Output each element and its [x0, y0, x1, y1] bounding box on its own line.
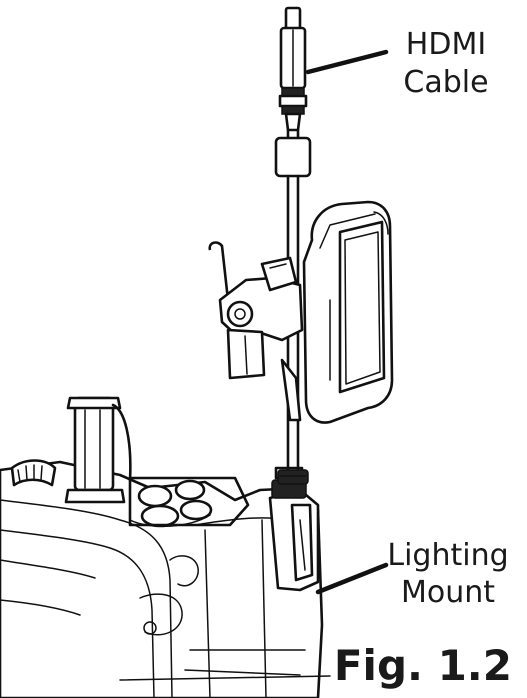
- callout-lighting-mount: Lighting Mount: [315, 538, 509, 610]
- callout-hdmi-line1: HDMI: [406, 27, 486, 62]
- control-buttons: [128, 476, 250, 528]
- monitor-screen: [302, 200, 394, 424]
- callout-hdmi-line2: Cable: [403, 65, 488, 100]
- tripod-post: [64, 396, 132, 504]
- monitor-clamp: [208, 241, 304, 422]
- dial-wheel: [10, 459, 57, 487]
- callout-lighting-line2: Mount: [401, 575, 495, 610]
- camera-body: [0, 460, 331, 698]
- callout-hdmi-cable: HDMI Cable: [305, 27, 489, 100]
- lighting-mount: [268, 466, 320, 592]
- figure-caption: Fig. 1.2: [334, 641, 512, 690]
- callout-lighting-line1: Lighting: [387, 538, 508, 573]
